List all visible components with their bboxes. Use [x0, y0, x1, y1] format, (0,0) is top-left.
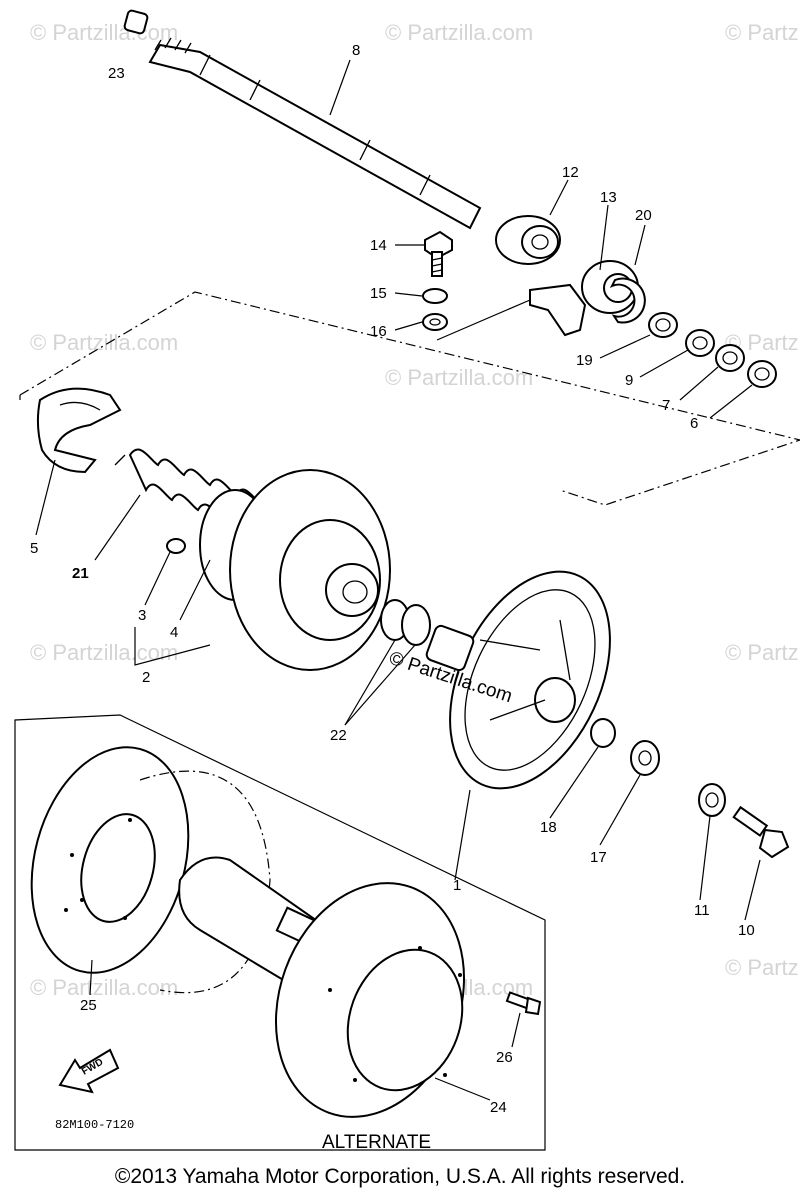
callout-2: 2: [142, 669, 150, 686]
fwd-arrow-icon: FWD: [58, 1048, 120, 1094]
sliding-sheave: [199, 469, 391, 671]
callout-14: 14: [370, 237, 387, 254]
callout-9: 9: [625, 372, 633, 389]
watermark: © Partzilla.com: [30, 640, 178, 665]
bolt-26: [505, 991, 542, 1016]
callout-16: 16: [370, 323, 387, 340]
bolt-14: [424, 230, 453, 277]
callout-4: 4: [170, 624, 178, 641]
callout-11: 11: [694, 902, 710, 919]
alternate-frame: [14, 714, 546, 1151]
callout-1: 1: [453, 877, 461, 894]
watermark: © Partzilla.com: [30, 975, 178, 1000]
washer-9-hole: [692, 336, 708, 350]
callout-3: 3: [138, 607, 146, 624]
washer-16: [422, 313, 448, 331]
alternate-rear-disc: [30, 746, 271, 994]
cam: [36, 387, 122, 474]
washer-19-hole: [655, 318, 671, 332]
shaft-cap: [123, 9, 149, 35]
callout-18: 18: [540, 819, 557, 836]
bearing-housing: [529, 260, 639, 337]
callout-8: 8: [352, 42, 360, 59]
washer-19: [648, 312, 678, 338]
washer-6: [747, 360, 777, 388]
callout-10: 10: [738, 922, 755, 939]
drawing-code: 82M100-7120: [55, 1118, 134, 1132]
washer-17: [630, 740, 660, 776]
watermark: © Partzilla.com: [725, 955, 800, 980]
washer-11-hole: [705, 792, 719, 808]
bearing: [495, 215, 561, 265]
callout-15: 15: [370, 285, 387, 302]
washer-17-hole: [638, 750, 652, 766]
callout-25: 25: [80, 997, 97, 1014]
washer-7: [715, 344, 745, 372]
washer-16-hole: [429, 318, 441, 326]
copyright-notice: ©2013 Yamaha Motor Corporation, U.S.A. A…: [114, 1165, 686, 1188]
watermark: © Partzilla.com: [30, 330, 178, 355]
watermark: © Partzilla.com: [725, 640, 800, 665]
callout-24: 24: [490, 1099, 507, 1116]
callout-20: 20: [635, 207, 652, 224]
callout-22: 22: [330, 727, 347, 744]
watermark: © Partzilla.com: [725, 20, 800, 45]
watermark: © Partzilla.com: [30, 20, 178, 45]
callout-7: 7: [662, 397, 670, 414]
collar: [590, 718, 616, 748]
alternate-label: ALTERNATE: [322, 1132, 431, 1153]
washer-11: [698, 783, 726, 817]
callout-21: 21: [72, 565, 89, 582]
spacer-22b: [401, 604, 431, 646]
bolt-10: [732, 805, 790, 859]
key: [166, 538, 186, 554]
washer-7-hole: [722, 351, 738, 365]
washer-6-hole: [754, 367, 770, 381]
callout-17: 17: [590, 849, 607, 866]
callout-labels: 1 2 3 4 5 6 7 8 9 10 11 12 13 14 15 16 1…: [30, 42, 755, 1116]
callout-23: 23: [108, 65, 125, 82]
leader-lines: [35, 59, 761, 1101]
fixed-sheave: [425, 570, 611, 790]
lock-washer: [422, 288, 448, 304]
callout-5: 5: [30, 540, 38, 557]
washer-9: [685, 329, 715, 357]
callout-26: 26: [496, 1049, 513, 1066]
alternate-front-disc: [274, 882, 466, 1118]
callout-19: 19: [576, 352, 593, 369]
circlip: [609, 277, 646, 324]
watermark: © Partzilla.com: [385, 20, 533, 45]
assembly-frame-upper: [19, 291, 800, 506]
drive-shaft: [148, 37, 482, 230]
callout-13: 13: [600, 189, 617, 206]
callout-12: 12: [562, 164, 579, 181]
callout-6: 6: [690, 415, 698, 432]
